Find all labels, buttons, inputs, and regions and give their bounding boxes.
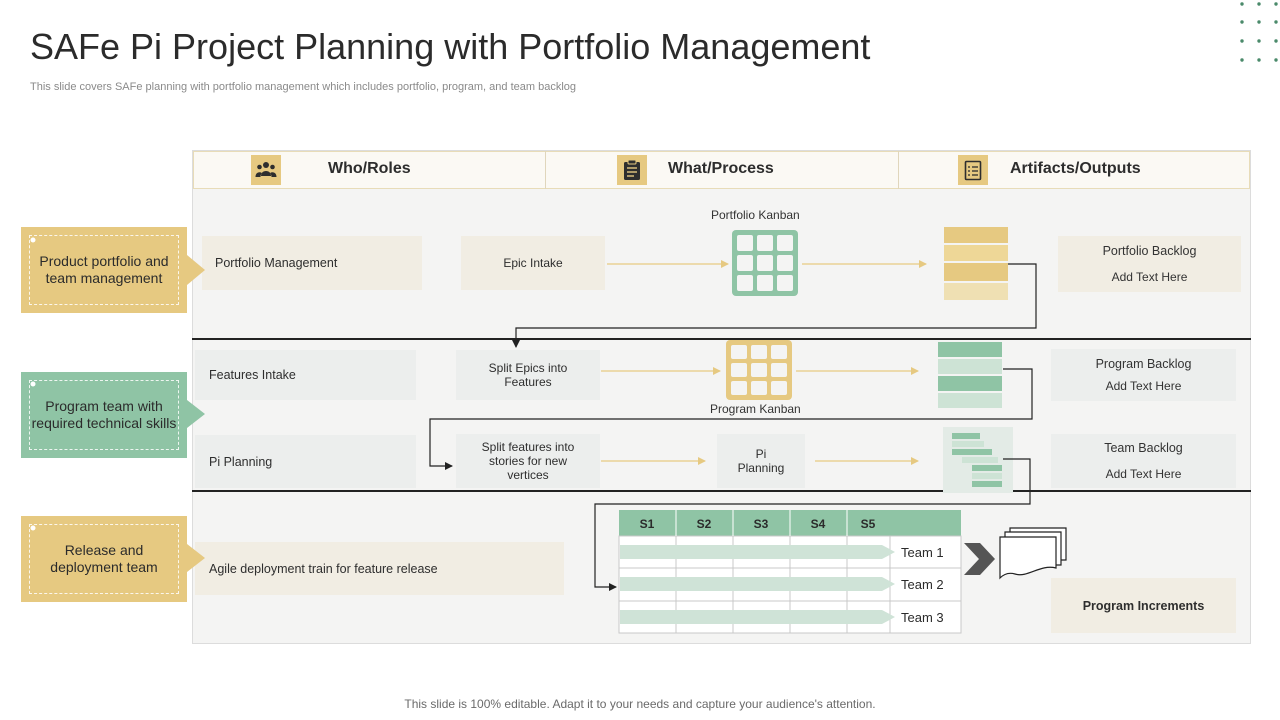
side-callout-program: Program team with required technical ski… (21, 372, 187, 458)
clipboard-icon (617, 155, 647, 185)
row-divider (192, 338, 1251, 340)
program-increments-box: Program Increments (1051, 578, 1236, 633)
team-backlog-text: Add Text Here (1105, 467, 1182, 481)
column-label-who-roles: Who/Roles (328, 160, 411, 177)
header-divider (898, 151, 899, 189)
portfolio-kanban-label: Portfolio Kanban (711, 208, 800, 222)
team-backlog-box: Team Backlog Add Text Here (1051, 434, 1236, 488)
role-box-pi-planning: Pi Planning (195, 435, 416, 488)
process-box-pi-planning: Pi Planning (717, 434, 805, 488)
header-divider (545, 151, 546, 189)
role-box-portfolio-management: Portfolio Management (202, 236, 422, 290)
team-backlog-title: Team Backlog (1104, 441, 1183, 455)
side-callout-portfolio: Product portfolio and team management (21, 227, 187, 313)
side-callout-text: Release and deployment team (29, 524, 179, 594)
side-callout-text: Program team with required technical ski… (29, 380, 179, 450)
side-callout-text: Product portfolio and team management (29, 235, 179, 305)
side-callout-release: Release and deployment team (21, 516, 187, 602)
process-box-split-features: Split features into stories for new vert… (456, 434, 600, 488)
program-backlog-box: Program Backlog Add Text Here (1051, 349, 1236, 401)
program-backlog-text: Add Text Here (1105, 379, 1182, 393)
column-header-bar (193, 151, 1250, 189)
portfolio-backlog-text: Add Text Here (1111, 270, 1188, 284)
row-divider (192, 490, 1251, 492)
role-box-agile-train: Agile deployment train for feature relea… (195, 542, 564, 595)
team-icon (251, 155, 281, 185)
process-box-split-epics: Split Epics into Features (456, 350, 600, 400)
page-subtitle: This slide covers SAFe planning with por… (30, 81, 577, 93)
portfolio-backlog-box: Portfolio Backlog Add Text Here (1058, 236, 1241, 292)
checklist-icon (958, 155, 988, 185)
role-box-features-intake: Features Intake (195, 350, 416, 400)
process-box-epic-intake: Epic Intake (461, 236, 605, 290)
portfolio-backlog-title: Portfolio Backlog (1102, 244, 1197, 258)
dot-grid-decoration (1240, 2, 1278, 62)
footer-note: This slide is 100% editable. Adapt it to… (404, 697, 876, 711)
program-kanban-label: Program Kanban (710, 402, 801, 416)
column-label-what-process: What/Process (668, 160, 774, 177)
page-title: SAFe Pi Project Planning with Portfolio … (30, 26, 871, 67)
program-backlog-title: Program Backlog (1095, 357, 1192, 371)
column-label-artifacts-outputs: Artifacts/Outputs (1010, 160, 1141, 177)
